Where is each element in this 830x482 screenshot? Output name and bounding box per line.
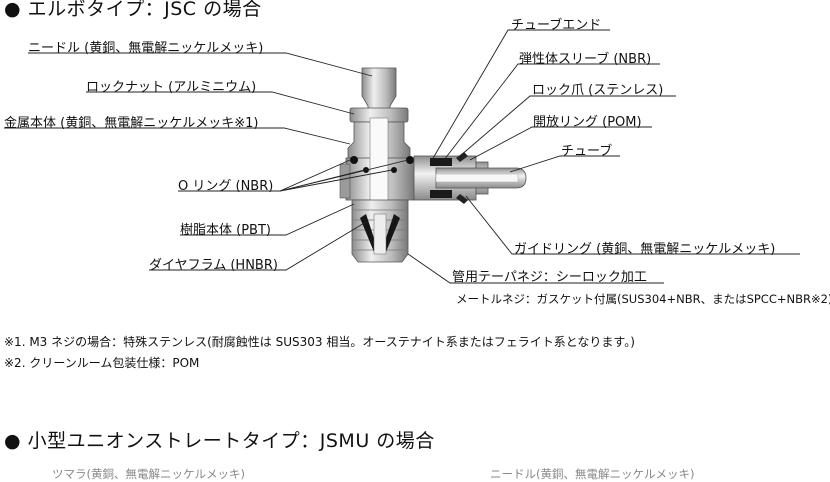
elastic-sleeve-shape: [430, 158, 452, 166]
label-body-metal: 金属本体 (黄銅、無電解ニッケルメッキ※1): [4, 116, 259, 131]
label-locknut: ロックナット (アルミニウム): [86, 80, 257, 95]
label-release-ring: 開放リング (POM): [533, 115, 642, 130]
label-pipe-thread: 管用テーパネジ：シーロック加工: [452, 270, 647, 285]
bullet-icon: ●: [4, 0, 22, 20]
label-o-ring: O リング (NBR): [178, 179, 274, 194]
section2-title-text: 小型ユニオンストレートタイプ：JSMU の場合: [27, 430, 435, 452]
section1-title-text: エルボタイプ：JSC の場合: [27, 0, 262, 20]
section2-title: ● 小型ユニオンストレートタイプ：JSMU の場合: [4, 426, 435, 453]
section1-title: ● エルボタイプ：JSC の場合: [4, 0, 262, 21]
note-1: ※1. M3 ネジの場合：特殊ステンレス(耐腐蝕性は SUS303 相当。オース…: [4, 335, 635, 349]
label-resin-body: 樹脂本体 (PBT): [180, 223, 271, 238]
label-elastic-sleeve: 弾性体スリーブ (NBR): [519, 52, 652, 67]
label-lock-claw: ロック爪 (ステンレス): [532, 83, 664, 98]
label-needle: ニードル (黄銅、無電解ニッケルメッキ): [28, 41, 264, 56]
bullet-icon-2: ●: [4, 430, 22, 452]
note-2: ※2. クリーンルーム包装仕様：POM: [4, 356, 200, 370]
label-diaphragm: ダイヤフラム (HNBR): [149, 258, 278, 273]
label-tube: チューブ: [561, 144, 613, 159]
label-metric-thread: メートルネジ：ガスケット付属(SUS304+NBR、またはSPCC+NBR※2): [456, 292, 830, 306]
diaphragm-shape: [360, 214, 378, 252]
label-tube-end: チューブエンド: [511, 18, 602, 33]
label-guide-ring: ガイドリング (黄銅、無電解ニッケルメッキ): [514, 242, 776, 257]
